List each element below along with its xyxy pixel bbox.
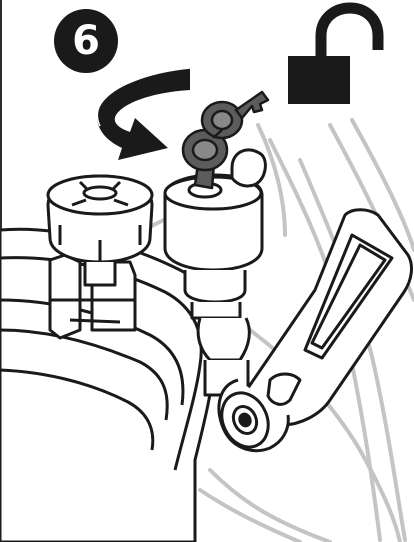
step-number-badge: 6 [54,9,118,73]
turn-counterclockwise-arrow-icon [97,68,190,160]
open-padlock-icon [288,8,378,104]
